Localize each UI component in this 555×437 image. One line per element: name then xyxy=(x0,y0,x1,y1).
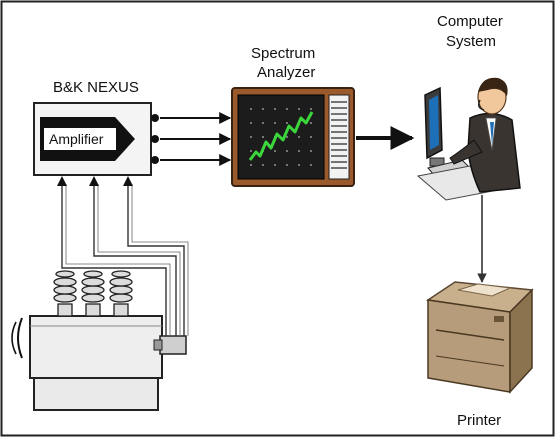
computer-user-icon xyxy=(416,77,521,201)
printer-label: Printer xyxy=(457,412,501,429)
amplifier-label-bg xyxy=(44,128,116,150)
analyzer-keypad xyxy=(328,94,350,180)
computer-label-line2: System xyxy=(446,33,496,50)
nexus-label: B&K NEXUS xyxy=(53,79,139,96)
amplifier-output-connections xyxy=(151,112,232,166)
accelerometer-connector xyxy=(159,335,187,355)
spectrum-trace xyxy=(248,111,314,161)
analyzer-label-line1: Spectrum xyxy=(251,45,315,62)
transformer-icon xyxy=(11,270,187,411)
sensor-cables xyxy=(61,180,189,336)
computer-label-line1: Computer xyxy=(437,13,503,30)
printer-icon xyxy=(425,281,534,394)
amplifier-box: Amplifier xyxy=(33,102,152,176)
analyzer-label-line2: Analyzer xyxy=(257,64,315,81)
amplifier-label: Amplifier xyxy=(49,131,104,147)
amplifier-input-arrows xyxy=(57,176,133,186)
spectrum-analyzer-icon xyxy=(231,87,355,187)
